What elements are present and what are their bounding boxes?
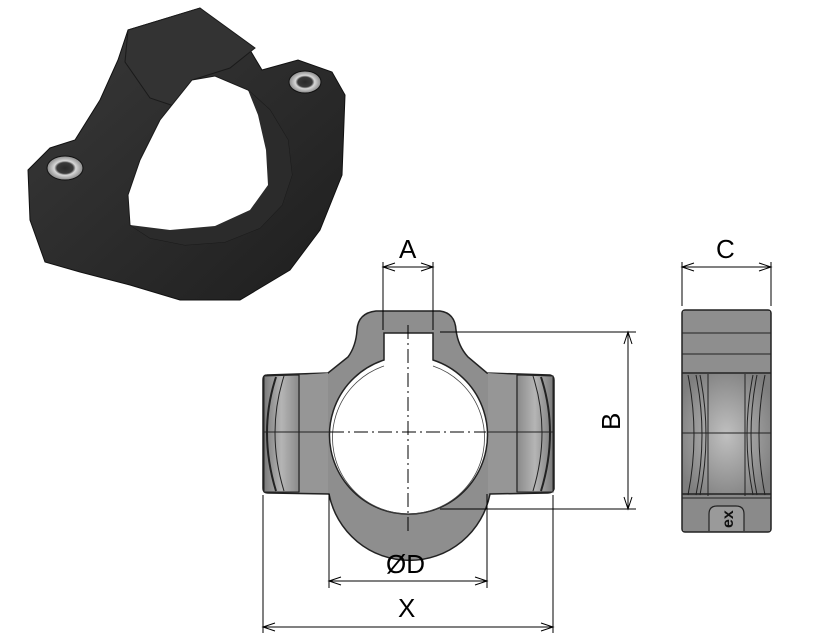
dimension-label-B: B bbox=[596, 413, 626, 430]
front-view bbox=[262, 310, 555, 562]
dimension-A bbox=[381, 262, 435, 330]
hex-screw-icon bbox=[46, 155, 84, 181]
dimension-label-C: C bbox=[716, 234, 735, 264]
dimension-C bbox=[680, 262, 773, 306]
dimension-label-A: A bbox=[399, 234, 417, 264]
dimension-X bbox=[261, 495, 555, 633]
dimension-label-X: X bbox=[398, 593, 415, 623]
logo-badge bbox=[708, 505, 745, 531]
clamp-photo bbox=[27, 7, 346, 301]
dimension-label-D: ØD bbox=[386, 549, 425, 579]
hex-screw-icon bbox=[288, 70, 322, 94]
dimension-D bbox=[327, 494, 489, 588]
side-view: ex bbox=[681, 309, 772, 533]
dimension-B bbox=[440, 330, 636, 511]
logo-text: ex bbox=[720, 510, 737, 528]
